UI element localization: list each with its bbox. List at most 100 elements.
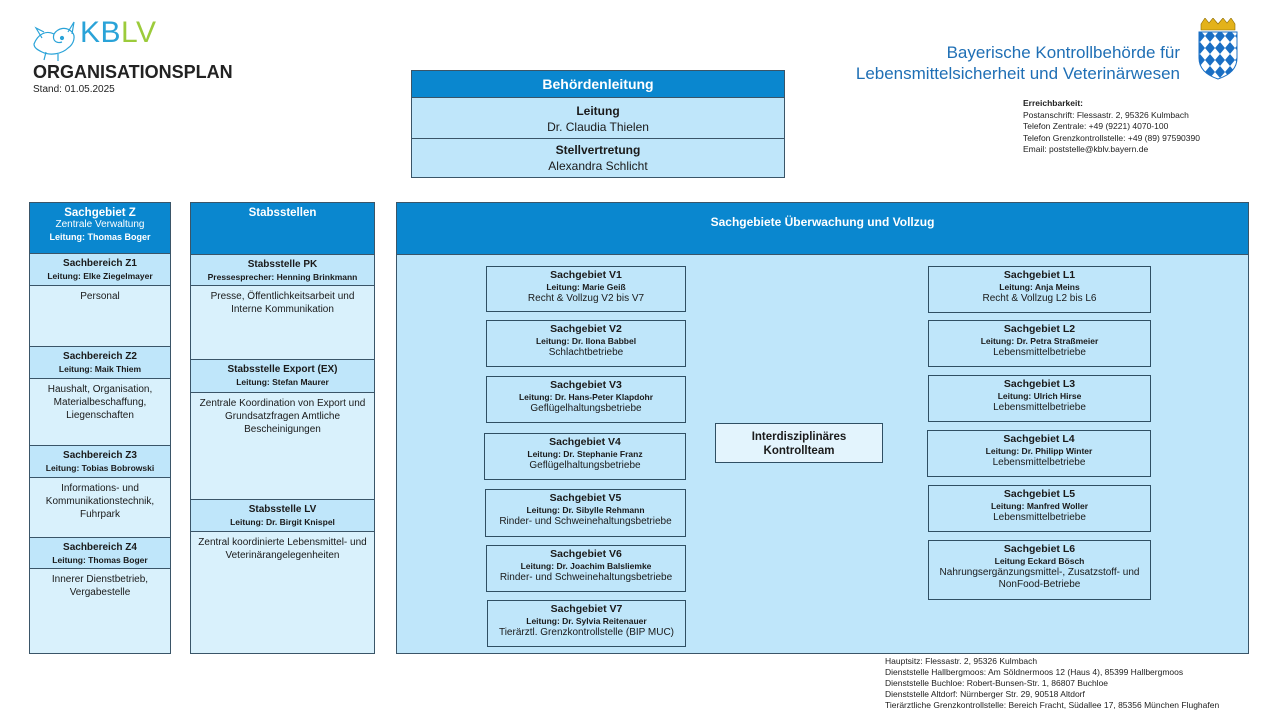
sachgebiet-l1: Sachgebiet L1 Leitung: Anja Meins Recht … (928, 266, 1151, 313)
v7-title: Sachgebiet V7 (550, 603, 623, 615)
interdisciplinary-control-team: Interdisziplinäres Kontrollteam (715, 423, 883, 463)
l3-description: Lebensmittelbetriebe (993, 402, 1086, 413)
l3-title: Sachgebiet L3 (1003, 378, 1076, 390)
sachgebiet-l4: Sachgebiet L4 Leitung: Dr. Philipp Winte… (927, 430, 1151, 477)
stabsstellen-header: Stabsstellen (190, 202, 375, 255)
logo-text-kb: KB (80, 16, 122, 49)
l6-manager: Leitung Eckard Bösch (994, 555, 1085, 566)
z1-description: Personal (29, 285, 171, 347)
stabsstelle-lv-header: Stabsstelle LV Leitung: Dr. Birgit Knisp… (190, 499, 375, 532)
l5-manager: Leitung: Manfred Woller (990, 500, 1089, 511)
v2-title: Sachgebiet V2 (550, 323, 622, 335)
logo-text-lv: LV (121, 16, 157, 49)
bavarian-coat-of-arms-icon (1195, 17, 1241, 80)
leadership-deputy-box: Stellvertretung Alexandra Schlicht (411, 138, 785, 178)
l6-description: Nahrungsergänzungsmittel-, Zusatzstoff- … (939, 567, 1140, 590)
authority-line-1: Bayerische Kontrollbehörde für (946, 43, 1180, 62)
l5-title: Sachgebiet L5 (1003, 488, 1076, 500)
l5-description: Lebensmittelbetriebe (993, 512, 1086, 523)
sachgebiet-v2: Sachgebiet V2 Leitung: Dr. Ilona Babbel … (486, 320, 686, 367)
v4-manager: Leitung: Dr. Stephanie Franz (527, 448, 643, 459)
z2-manager: Leitung: Maik Thiem (58, 364, 142, 374)
document-date: Stand: 01.05.2025 (33, 84, 115, 95)
logo-text: KBLV (80, 16, 157, 50)
z4-manager: Leitung: Thomas Boger (52, 555, 148, 565)
sachgebiet-v6: Sachgebiet V6 Leitung: Dr. Joachim Balsl… (486, 545, 686, 592)
page-title: ORGANISATIONSPLAN (33, 62, 233, 82)
contact-email: Email: poststelle@kblv.bayern.de (1023, 144, 1149, 154)
lv-manager: Leitung: Dr. Birgit Knispel (230, 517, 335, 527)
v4-title: Sachgebiet V4 (549, 436, 621, 448)
sachgebiet-v7: Sachgebiet V7 Leitung: Dr. Sylvia Reiten… (487, 600, 686, 647)
z3-manager: Leitung: Tobias Bobrowski (45, 463, 155, 473)
sachbereich-z4-header: Sachbereich Z4 Leitung: Thomas Boger (29, 537, 171, 569)
sachgebiet-l6: Sachgebiet L6 Leitung Eckard Bösch Nahru… (928, 540, 1151, 600)
footer-border-control: Tierärztliche Grenzkontrollstelle: Berei… (885, 700, 1220, 710)
v4-description: Geflügelhaltungsbetriebe (529, 460, 641, 471)
v1-title: Sachgebiet V1 (550, 269, 622, 281)
footer-altdorf: Dienststelle Altdorf: Nürnberger Str. 29… (885, 689, 1085, 699)
ikt-line-1: Interdisziplinäres (751, 431, 847, 443)
deputy-name: Alexandra Schlicht (548, 159, 648, 173)
z2-title: Sachbereich Z2 (63, 351, 137, 362)
l4-title: Sachgebiet L4 (1003, 433, 1075, 445)
authority-line-2: Lebensmittelsicherheit und Veterinärwese… (855, 64, 1180, 83)
z3-description: Informations- und Kommunikationstechnik,… (29, 477, 171, 538)
sachgebiet-l2: Sachgebiet L2 Leitung: Dr. Petra Straßme… (928, 320, 1151, 367)
sachbereich-z3-header: Sachbereich Z3 Leitung: Tobias Bobrowski (29, 445, 171, 478)
v1-description: Recht & Vollzug V2 bis V7 (527, 293, 645, 304)
z3-title: Sachbereich Z3 (63, 450, 137, 461)
z4-title: Sachbereich Z4 (63, 542, 137, 553)
leadership-lead-box: Leitung Dr. Claudia Thielen (411, 97, 785, 139)
v5-title: Sachgebiet V5 (549, 492, 622, 504)
l2-description: Lebensmittelbetriebe (993, 347, 1086, 358)
authority-name: Bayerische Kontrollbehörde für Lebensmit… (856, 42, 1180, 84)
contact-phone-main: Telefon Zentrale: +49 (9221) 4070-100 (1023, 121, 1169, 131)
sachgebiet-z-manager: Leitung: Thomas Boger (49, 232, 151, 242)
v6-title: Sachgebiet V6 (550, 548, 622, 560)
lead-name: Dr. Claudia Thielen (547, 120, 649, 134)
l1-manager: Leitung: Anja Meins (999, 281, 1080, 292)
ex-description: Zentrale Koordination von Export und Gru… (190, 392, 375, 500)
z2-description: Haushalt, Organisation, Materialbeschaff… (29, 378, 171, 446)
lead-label: Leitung (576, 104, 620, 118)
sachbereich-z2-header: Sachbereich Z2 Leitung: Maik Thiem (29, 346, 171, 379)
sachgebiet-v5: Sachgebiet V5 Leitung: Dr. Sibylle Rehma… (485, 489, 686, 537)
sachgebiet-v3: Sachgebiet V3 Leitung: Dr. Hans-Peter Kl… (486, 376, 686, 423)
l2-manager: Leitung: Dr. Petra Straßmeier (980, 335, 1099, 346)
ikt-line-2: Kontrollteam (763, 445, 835, 457)
footer-hallbergmoos: Dienststelle Hallbergmoos: Am Söldnermoo… (885, 667, 1184, 677)
v5-description: Rinder- und Schweinehaltungsbetriebe (499, 516, 672, 527)
v6-description: Rinder- und Schweinehaltungsbetriebe (499, 572, 673, 583)
stabsstelle-pk-header: Stabsstelle PK Pressesprecher: Henning B… (190, 254, 375, 286)
stabsstelle-ex-header: Stabsstelle Export (EX) Leitung: Stefan … (190, 359, 375, 393)
deputy-label: Stellvertretung (555, 143, 641, 157)
sachgebiet-l3: Sachgebiet L3 Leitung: Ulrich Hirse Lebe… (928, 375, 1151, 422)
v7-description: Tierärztl. Grenzkontrollstelle (BIP MUC) (498, 627, 675, 638)
stabsstellen-title: Stabsstellen (248, 207, 317, 219)
footer-addresses: Hauptsitz: Flessastr. 2, 95326 Kulmbach … (885, 656, 1219, 711)
sachgebiet-v4: Sachgebiet V4 Leitung: Dr. Stephanie Fra… (484, 433, 686, 480)
sachgebiet-z-title: Sachgebiet Z (64, 207, 136, 219)
footer-buchloe: Dienststelle Buchloe: Robert-Bunsen-Str.… (885, 678, 1109, 688)
v3-title: Sachgebiet V3 (550, 379, 622, 391)
logo-animal-icon (33, 21, 75, 61)
z4-description: Innerer Dienstbetrieb, Vergabestelle (29, 568, 171, 654)
l3-manager: Leitung: Ulrich Hirse (997, 390, 1082, 401)
sachgebiet-z-subtitle: Zentrale Verwaltung (55, 219, 145, 230)
v2-manager: Leitung: Dr. Ilona Babbel (535, 335, 637, 346)
main-area-header: Sachgebiete Überwachung und Vollzug (396, 202, 1249, 255)
l4-manager: Leitung: Dr. Philipp Winter (985, 445, 1093, 456)
contact-info: Erreichbarkeit: Postanschrift: Flessastr… (1023, 98, 1200, 156)
l4-description: Lebensmittelbetriebe (992, 457, 1086, 468)
kblv-logo: KBLV (28, 14, 168, 62)
contact-phone-border: Telefon Grenzkontrollstelle: +49 (89) 97… (1023, 132, 1200, 143)
v5-manager: Leitung: Dr. Sibylle Rehmann (526, 504, 645, 515)
v6-manager: Leitung: Dr. Joachim Balsliemke (520, 560, 652, 571)
l6-title: Sachgebiet L6 (1003, 543, 1076, 555)
sachbereich-z1-header: Sachbereich Z1 Leitung: Elke Ziegelmayer (29, 253, 171, 286)
v3-manager: Leitung: Dr. Hans-Peter Klapdohr (518, 391, 654, 402)
v1-manager: Leitung: Marie Geiß (546, 281, 626, 292)
contact-heading: Erreichbarkeit: (1023, 98, 1083, 108)
lv-description: Zentral koordinierte Lebensmittel- und V… (190, 531, 375, 654)
